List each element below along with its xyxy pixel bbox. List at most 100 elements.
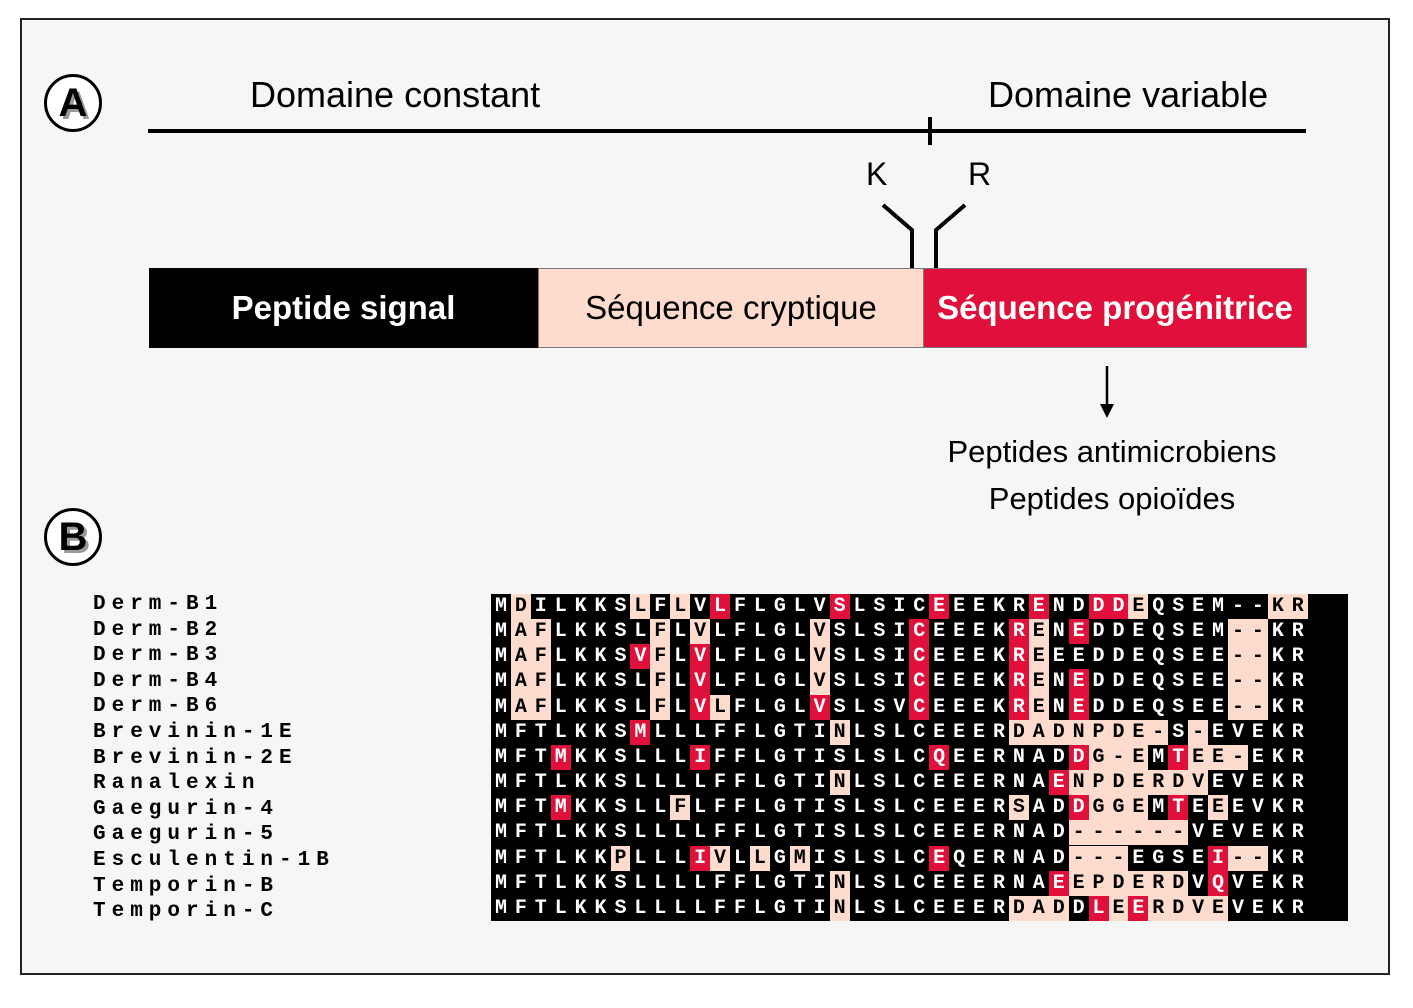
residue-cell: L [749, 744, 770, 771]
residue-cell: M [491, 845, 511, 871]
residue-cell: F [730, 644, 750, 670]
residue-cell: F [650, 619, 671, 645]
residue-cell: - [1188, 719, 1209, 745]
residue-cell: E [1208, 744, 1229, 771]
cleavage-r-connector [934, 203, 967, 268]
residue-cell: Q [1148, 594, 1169, 620]
residue-cell: N [829, 895, 850, 921]
residue-cell: E [969, 770, 989, 796]
residue-cell: V [809, 669, 830, 695]
residue-cell: N [1008, 845, 1029, 871]
residue-cell: L [889, 820, 910, 846]
residue-cell: S [610, 619, 631, 645]
residue-cell: L [710, 644, 731, 670]
residue-cell: M [491, 694, 511, 720]
residue-cell: C [909, 870, 930, 896]
residue-cell: L [889, 744, 910, 771]
residue-cell: K [570, 719, 591, 745]
residue-cell: L [690, 820, 711, 846]
residue-cell: A [1028, 820, 1049, 846]
residue-cell: K [989, 594, 1009, 620]
sequence-name: Esculentin-1B [93, 848, 335, 872]
residue-cell: K [1267, 619, 1288, 645]
residue-cell: N [1008, 770, 1029, 796]
residue-cell: K [590, 594, 611, 620]
sequence-name: Brevinin-1E [93, 720, 298, 744]
residue-cell: N [1068, 719, 1089, 745]
residue-cell: E [1028, 619, 1049, 645]
residue-cell: P [1088, 870, 1109, 896]
residue-cell: T [789, 744, 810, 771]
residue-cell: L [630, 870, 651, 896]
residue-cell: L [889, 845, 910, 871]
residue-cell: L [849, 619, 870, 645]
residue-cell: A [1028, 744, 1049, 771]
residue-cell: D [1048, 719, 1069, 745]
residue-cell: N [1048, 619, 1069, 645]
residue-cell: L [730, 845, 750, 871]
residue-cell: - [1228, 744, 1248, 771]
residue-cell: - [1148, 719, 1169, 745]
residue-cell: E [949, 719, 970, 745]
residue-cell: A [1028, 719, 1049, 745]
residue-cell: M [491, 619, 511, 645]
residue-cell: G [1108, 795, 1129, 821]
panel-a-label: A [44, 74, 102, 132]
residue-cell: F [650, 694, 671, 720]
residue-cell: S [869, 669, 890, 695]
residue-cell: D [1068, 594, 1089, 620]
residue-cell: D [1168, 770, 1189, 796]
residue-cell: M [550, 795, 571, 821]
residue-cell: K [590, 669, 611, 695]
residue-cell: - [1068, 845, 1089, 871]
residue-cell: E [969, 619, 989, 645]
residue-cell: T [789, 895, 810, 921]
residue-cell: T [530, 795, 551, 821]
sequence-name: Derm-B2 [93, 618, 224, 642]
residue-cell: R [1287, 619, 1308, 645]
residue-cell: S [869, 644, 890, 670]
residue-cell: M [1208, 594, 1229, 620]
residue-cell: E [1208, 719, 1229, 745]
cleavage-k-connector [881, 203, 914, 268]
residue-cell: K [570, 795, 591, 821]
residue-cell: E [969, 694, 989, 720]
residue-cell: R [989, 744, 1009, 771]
residue-cell: F [530, 694, 551, 720]
residue-cell: G [769, 644, 790, 670]
residue-cell: - [1128, 820, 1149, 846]
residue-cell: Q [1148, 644, 1169, 670]
sequence-name: Temporin-C [93, 900, 280, 924]
residue-cell: M [491, 895, 511, 921]
residue-cell: E [1128, 744, 1149, 771]
residue-cell: D [1048, 795, 1069, 821]
residue-cell: L [630, 795, 651, 821]
residue-cell: K [1267, 770, 1288, 796]
residue-cell: V [630, 644, 651, 670]
residue-cell: S [610, 870, 631, 896]
residue-cell: R [1287, 644, 1308, 670]
residue-cell: L [749, 870, 770, 896]
residue-cell: E [1128, 870, 1149, 896]
residue-cell: M [1148, 744, 1169, 771]
residue-cell: E [969, 669, 989, 695]
residue-cell: G [1148, 845, 1169, 871]
residue-cell: V [1228, 719, 1248, 745]
residue-cell: M [789, 845, 810, 871]
residue-cell: K [590, 694, 611, 720]
residue-cell: D [1048, 895, 1069, 921]
residue-cell: Q [1148, 694, 1169, 720]
residue-cell: F [730, 719, 750, 745]
residue-cell: E [1128, 845, 1149, 871]
residue-cell: N [829, 770, 850, 796]
residue-cell: T [530, 870, 551, 896]
residue-cell: F [730, 770, 750, 796]
residue-cell: Q [949, 845, 970, 871]
residue-cell: F [530, 644, 551, 670]
residue-cell: L [650, 820, 671, 846]
residue-cell: R [1008, 669, 1029, 695]
residue-cell: L [789, 669, 810, 695]
residue-cell: E [1028, 694, 1049, 720]
